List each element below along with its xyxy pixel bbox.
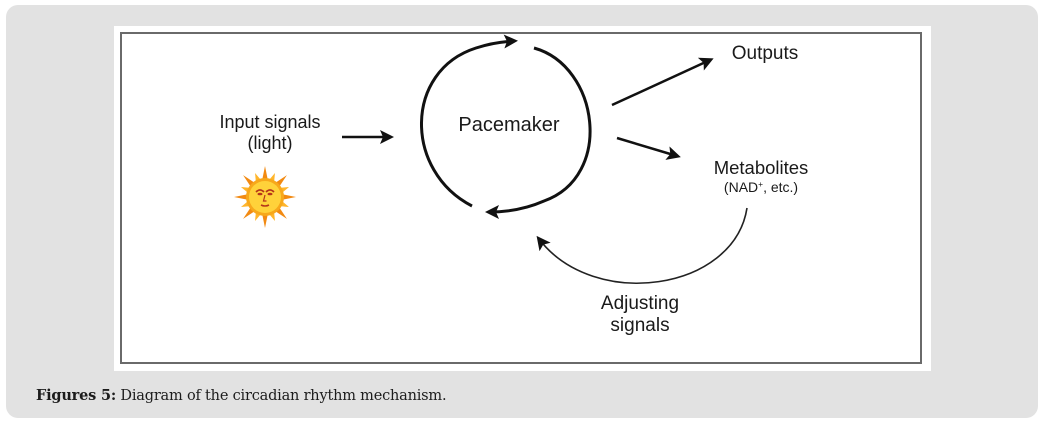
outputs-label: Outputs <box>731 43 799 64</box>
diagram-frame <box>120 32 922 364</box>
metabolites-arrow <box>616 136 681 160</box>
adjusting-signals-label: Adjusting signals <box>600 293 680 336</box>
adjusting-signals-arrow <box>536 207 748 284</box>
metabolites-sublabel: (NAD+, etc.) <box>723 179 799 196</box>
outputs-arrow <box>611 57 714 107</box>
input-signals-label: Input signals (light) <box>219 112 321 153</box>
figure-caption: Figures 5: Diagram of the circadian rhyt… <box>36 387 447 404</box>
caption-text: Diagram of the circadian rhythm mechanis… <box>116 388 447 404</box>
sun-ray <box>262 213 268 228</box>
metabolites-label: Metabolites (NAD+, etc.) <box>691 157 831 195</box>
caption-label: Figures 5: <box>36 387 117 404</box>
pacemaker-label: Pacemaker <box>458 114 560 136</box>
pacemaker-cycle-arc-right <box>485 46 592 219</box>
circadian-diagram <box>234 34 748 284</box>
sun-face-icon <box>234 166 296 228</box>
figure-image: Input signals (light) Pacemaker Outputs … <box>114 26 931 371</box>
pacemaker-cycle-arc-left <box>420 34 518 208</box>
sun-ray <box>262 166 268 181</box>
sun-ray <box>281 194 296 200</box>
sun-ray <box>234 194 249 200</box>
